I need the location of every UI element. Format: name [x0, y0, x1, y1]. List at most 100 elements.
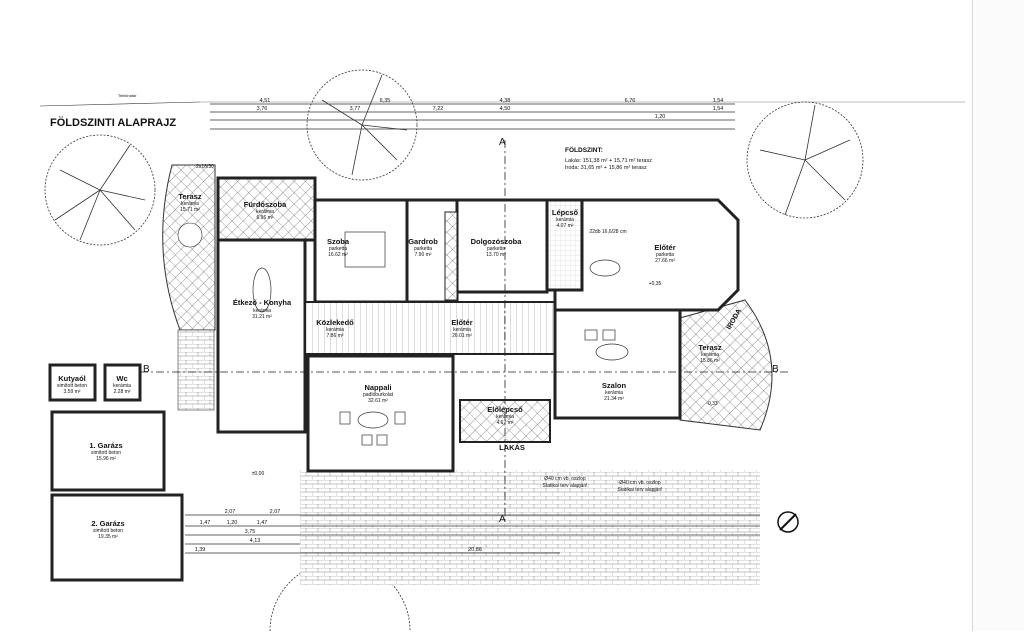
plan-notes: Ø40 cm vb. oszlop Statikai terv alapján!… — [196, 164, 718, 493]
section-b-label: B — [143, 364, 150, 375]
plan-text: Terasz — [698, 343, 721, 352]
area-summary: FÖLDSZINT: Lakás: 151,38 m² + 15,71 m² t… — [565, 145, 652, 171]
plan-text: 7.90 m² — [415, 252, 432, 258]
summary-line: Lakás: 151,38 m² + 15,71 m² terasz — [565, 158, 652, 164]
dim-top: 6,76 — [625, 98, 636, 104]
plan-text: parketta — [487, 246, 505, 252]
plan-text: 4,13 — [250, 538, 261, 544]
plan-title: FÖLDSZINTI ALAPRAJZ — [50, 116, 176, 129]
plan-text: Lépcső — [552, 208, 579, 217]
dim-row2: 1,54 — [713, 106, 724, 112]
north-arrow-icon — [777, 511, 799, 533]
terrace-right — [679, 299, 773, 431]
plan-text: 1,47 — [200, 520, 211, 526]
plan-text: 15.86 m² — [700, 358, 720, 364]
plan-text: kerámia — [701, 352, 719, 358]
plan-text: Előlépcső — [487, 405, 523, 414]
plan-text: 31.21 m² — [252, 314, 272, 320]
plan-text: Kutyaól — [58, 374, 86, 383]
plan-text: simított beton — [91, 450, 121, 456]
plan-text: Gardrob — [408, 237, 438, 246]
plan-text: Étkező - Konyha — [233, 298, 292, 307]
section-b-label-right: B — [772, 364, 779, 375]
summary-heading: FÖLDSZINT: — [565, 145, 603, 154]
plan-text: Szoba — [327, 237, 350, 246]
plan-text: kerámia — [113, 383, 131, 389]
plan-text: Terasz — [178, 192, 201, 201]
bottom-dimension-lines: 2,07 2,07 1,47 1,20 1,47 3,75 4,13 1,39 … — [185, 509, 760, 554]
summary-line: Iroda: 31,65 m² + 15,86 m² terasz — [565, 165, 647, 171]
note: -0,33 — [706, 401, 718, 407]
plan-text: 2,07 — [225, 509, 236, 515]
dim-top: 1,54 — [713, 98, 724, 104]
plan-text: 4.07 m² — [557, 223, 574, 229]
plan-text: Wc — [116, 374, 127, 383]
plan-text: 2,07 — [270, 509, 281, 515]
plan-text: parketta — [329, 246, 347, 252]
plan-text: 16.62 m² — [328, 252, 348, 258]
plan-text: kerámia — [605, 390, 623, 396]
plan-text: kerámia — [556, 217, 574, 223]
plan-text: 1,39 — [195, 547, 206, 553]
plan-text: Előtér — [654, 243, 675, 252]
plan-text: Dolgozószoba — [471, 237, 523, 246]
plan-text: parketta — [656, 252, 674, 258]
plan-text: 6.96 m² — [257, 215, 274, 221]
plan-text: 15.71 m² — [180, 207, 200, 213]
top-dimension-lines: 4,51 6,35 4,38 6,76 1,54 3,76 3,77 7,22 … — [210, 98, 735, 130]
section-a-label-bottom: A — [499, 514, 506, 525]
plan-text: kerámia — [496, 414, 514, 420]
building-walls — [48, 176, 740, 582]
plan-text: 4.67 m² — [497, 420, 514, 426]
plan-text: kerámia — [256, 209, 274, 215]
plan-text: 2.28 m² — [114, 389, 131, 395]
zone-lakas: LAKÁS — [499, 443, 525, 452]
plan-text: 1,20 — [227, 520, 238, 526]
note: +0,35 — [649, 281, 662, 287]
plan-text: 7.86 m² — [327, 333, 344, 339]
dim-row2: 3,77 — [350, 106, 361, 112]
dim-row2: 7,22 — [433, 106, 444, 112]
plan-text: 13.70 m² — [486, 252, 506, 258]
dim-top: 4,51 — [260, 98, 271, 104]
plan-text: 15.96 m² — [96, 456, 116, 462]
note: Ø40 cm vb. oszlop — [544, 476, 586, 482]
plan-text: 21.34 m² — [604, 396, 624, 402]
terrace-left — [162, 164, 216, 331]
plan-text: simított beton — [93, 528, 123, 534]
dim-top: 4,38 — [500, 98, 511, 104]
plan-text: kerámia — [326, 327, 344, 333]
plan-text: Fürdőszoba — [244, 200, 287, 209]
page-edge — [972, 0, 1024, 631]
plan-text: 26.01 m² — [452, 333, 472, 339]
plan-text: 2. Garázs — [91, 519, 124, 528]
plan-text: 3,75 — [245, 529, 256, 535]
note: Statikai terv alapján! — [542, 483, 587, 489]
note: Statikai terv alapján! — [617, 487, 662, 493]
note: 22db 16,6/28 cm — [589, 229, 626, 235]
section-a-label: A — [499, 137, 506, 148]
plan-text: Közlekedő — [316, 318, 354, 327]
plan-text: 3.59 m² — [64, 389, 81, 395]
plan-text: Előtér — [451, 318, 472, 327]
furniture — [252, 231, 629, 446]
plan-text: 1. Garázs — [89, 441, 122, 450]
note: Ø40 cm vb. oszlop — [619, 480, 661, 486]
